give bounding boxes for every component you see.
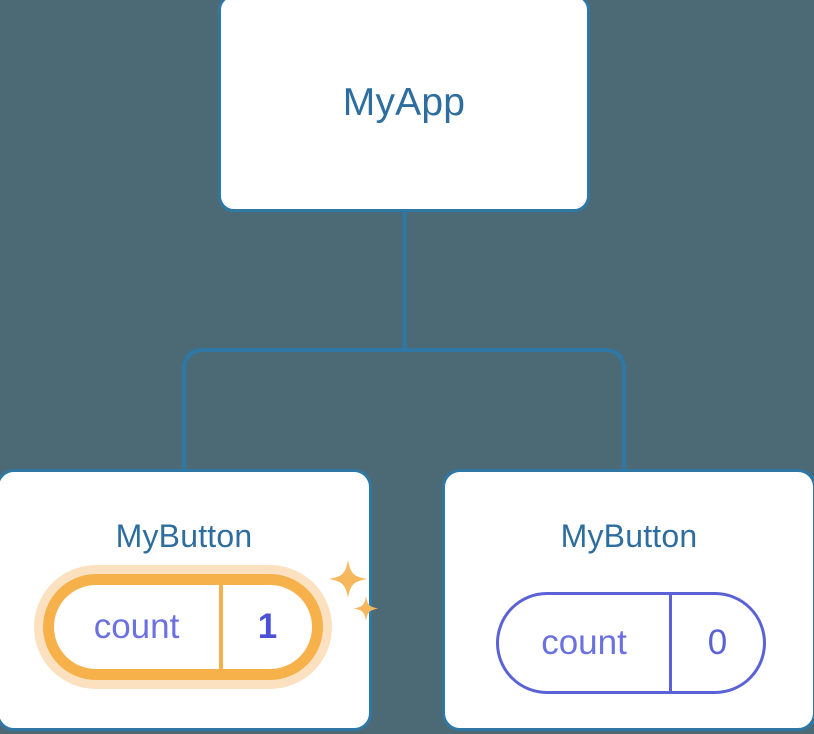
sparkle-large-icon [329,560,367,598]
child-component-left-title: MyButton [115,518,253,554]
state-pill-left-key: count [54,585,223,669]
sparkle-group [329,560,379,621]
connector-bus-to-left [182,348,405,472]
root-component-card[interactable]: MyApp [218,0,590,212]
state-pill-left-wrapper: count 1 [43,560,379,680]
state-pill-left[interactable]: count 1 [43,574,323,680]
child-component-left-card[interactable]: MyButton count 1 [0,469,379,731]
child-component-right-card[interactable]: MyButton count 0 [442,469,814,731]
child-component-right-title: MyButton [560,518,698,554]
state-pill-right[interactable]: count 0 [496,592,766,694]
state-pill-left-value: 1 [257,607,278,646]
connector-bus-to-right [404,348,626,472]
state-pill-right-key: count [499,595,672,691]
sparkle-small-icon [353,596,379,621]
state-pill-right-value: 0 [707,623,728,662]
state-pill-right-wrapper: count 0 [496,592,766,694]
root-component-title: MyApp [342,81,466,124]
